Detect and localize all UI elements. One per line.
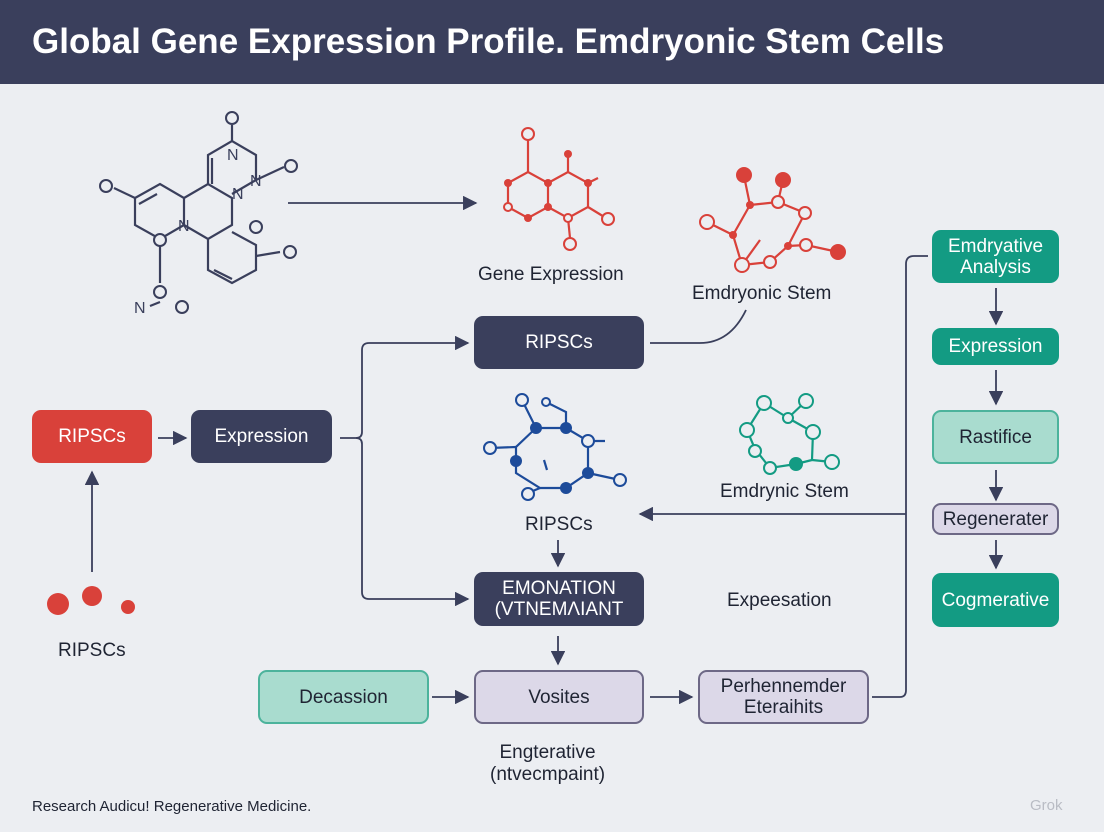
vosites-box: Vosites [474,670,644,724]
gene-expression-label: Gene Expression [478,264,624,285]
page-title: Global Gene Expression Profile. Emdryoni… [32,22,945,61]
red-network-icon [699,167,846,273]
expression-right-box: Expression [932,328,1059,365]
connector-lines [84,195,1004,705]
decassion-box: Decassion [258,670,429,724]
svg-text:N: N [232,186,244,203]
expression-left-box: Expression [191,410,332,463]
ripscs-top-box: RIPSCs [474,316,644,369]
svg-text:N: N [178,218,190,235]
regenerater-box: Regenerater [932,503,1059,535]
header-bar: Global Gene Expression Profile. Emdryoni… [0,0,1104,84]
expeesation-label: Expeesation [727,590,832,611]
svg-text:N: N [227,147,239,164]
cogmerative-box: Cogmerative [932,573,1059,627]
navy-molecule-icon [483,393,627,501]
molecule-atom-circles [99,111,298,314]
footer-credit: Research Audicu! Regenerative Medicine. [32,798,312,815]
teal-ring-icon [739,393,840,475]
emdrynic-stem-label: Emdrynic Stem [720,481,849,502]
ripscs-mid-label: RIPSCs [525,514,593,535]
svg-text:N: N [250,173,262,190]
molecule-letters: N N N N N [134,147,262,317]
large-molecule-icon [113,125,285,308]
perhennemder-box: Perhennemder Eterаihits [698,670,869,724]
svg-text:N: N [134,300,146,317]
red-dots-icon [47,586,135,615]
rastifice-box: Rastifice [932,410,1059,464]
emonation-box: EMONATION (VTNEMΛIANT [474,572,644,626]
ripscs-red-box: RIPSCs [32,410,152,463]
ripscs-left-label: RIPSCs [58,640,126,661]
watermark: Grok [1030,797,1063,814]
emdryonic-stem-label: Emdryonic Stem [692,283,832,304]
emdryative-analysis-box: Emdryative Analysis [932,230,1059,283]
red-molecule-icon [503,127,615,251]
engterative-label: Engterative (ntvecmpaint) [490,742,606,785]
